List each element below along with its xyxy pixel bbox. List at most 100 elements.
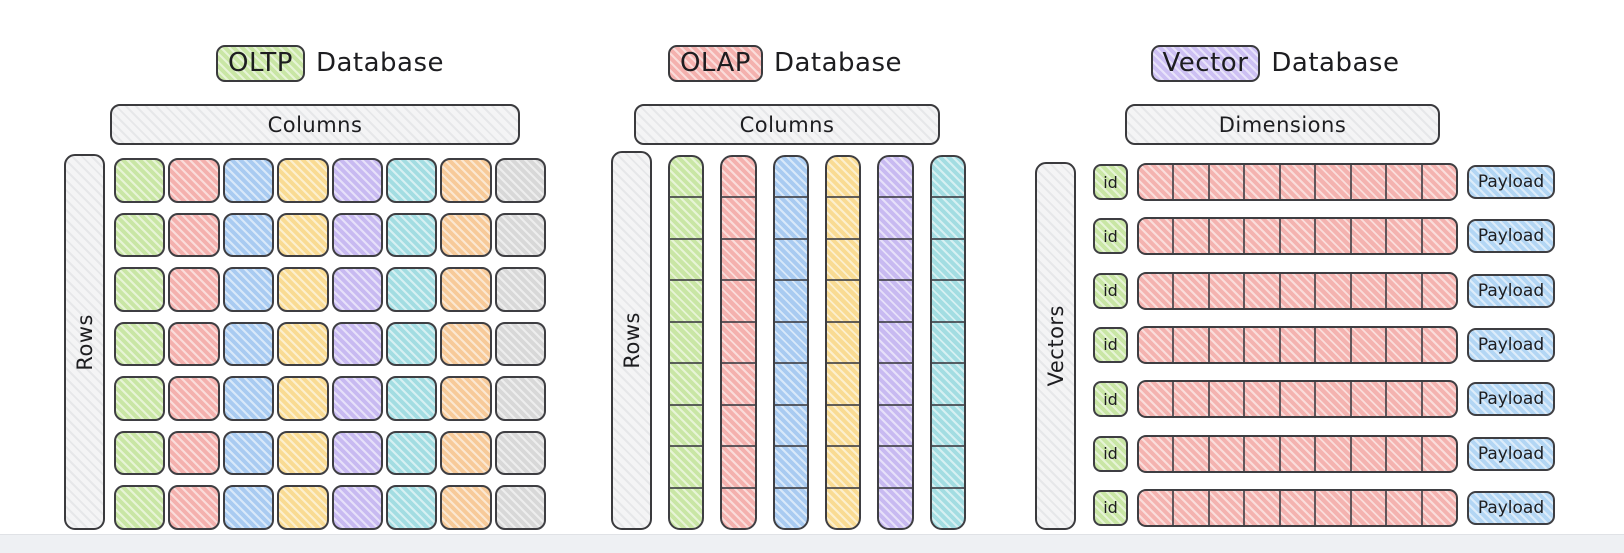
vector-row: id Payload xyxy=(1093,488,1555,528)
oltp-cell-orange xyxy=(440,158,492,203)
vector-embedding-bar xyxy=(1137,217,1458,256)
vector-id-box: id xyxy=(1093,164,1128,200)
vector-payload-box: Payload xyxy=(1467,165,1555,199)
vector-id-box: id xyxy=(1093,435,1128,472)
oltp-cell-blue xyxy=(222,267,275,312)
vector-dimension-segment xyxy=(1207,436,1243,471)
vector-dimension-segment xyxy=(1243,165,1278,199)
vector-dimension-segment xyxy=(1349,490,1385,525)
vector-dimension-segment xyxy=(1385,165,1420,199)
olap-column-bar-purple xyxy=(877,155,914,530)
vector-id-box: id xyxy=(1093,489,1128,526)
vector-id-box: id xyxy=(1093,326,1128,363)
olap-column-segment xyxy=(722,196,755,237)
oltp-title-text: Database xyxy=(315,48,444,78)
oltp-cell-green xyxy=(114,485,166,530)
olap-column-bar-red xyxy=(720,155,757,530)
olap-column-segment xyxy=(879,237,912,279)
olap-column-segment xyxy=(931,403,964,445)
vector-dimension-segment xyxy=(1207,273,1243,308)
oltp-cell-purple xyxy=(331,267,383,312)
vector-dimension-segment xyxy=(1207,327,1243,362)
olap-column-segment xyxy=(879,445,912,486)
oltp-cell-red xyxy=(168,212,220,258)
oltp-cell-yellow xyxy=(277,321,329,367)
vector-embedding-bar xyxy=(1137,380,1458,419)
vector-dimension-segment xyxy=(1139,328,1172,362)
vector-id-box: id xyxy=(1093,272,1128,309)
olap-column-segment xyxy=(722,403,755,445)
olap-column-segment xyxy=(827,237,860,279)
olap-columns xyxy=(668,155,966,530)
oltp-cell-teal xyxy=(385,485,438,530)
vector-dimension-segment xyxy=(1243,273,1278,308)
vector-payload-box: Payload xyxy=(1467,219,1555,254)
vector-dimension-segment xyxy=(1314,382,1349,417)
vector-dimension-segment xyxy=(1314,219,1349,254)
olap-column-segment xyxy=(774,237,807,279)
vector-dimension-segment xyxy=(1243,327,1278,362)
olap-title-text: Database xyxy=(773,48,903,78)
vector-payload-box: Payload xyxy=(1467,490,1555,525)
olap-column-segment xyxy=(722,445,755,486)
olap-column-segment xyxy=(722,157,754,196)
olap-column-segment xyxy=(670,279,703,320)
vector-dimension-segment xyxy=(1420,273,1456,308)
oltp-cell-purple xyxy=(331,158,383,203)
vector-dimension-segment xyxy=(1420,382,1456,417)
vector-dimension-segment xyxy=(1278,382,1314,417)
vector-dimension-segment xyxy=(1420,490,1456,525)
olap-column-segment xyxy=(827,196,860,237)
oltp-cell-gray xyxy=(494,158,546,203)
vector-dimension-segment xyxy=(1420,436,1456,471)
oltp-cell-yellow xyxy=(277,267,329,312)
vector-dimension-segment xyxy=(1278,219,1314,254)
vector-dimension-segment xyxy=(1139,274,1172,308)
olap-column-segment xyxy=(879,486,912,528)
vector-dimension-segment xyxy=(1314,327,1349,362)
vector-dimension-segment xyxy=(1207,382,1243,417)
olap-column-segment xyxy=(827,279,860,320)
vector-dimension-segment xyxy=(1349,219,1385,254)
olap-column-segment xyxy=(670,237,703,279)
olap-column-segment xyxy=(670,445,703,486)
oltp-cell-gray xyxy=(494,321,546,367)
olap-column-bar-teal xyxy=(929,155,966,530)
vector-dimension-segment xyxy=(1172,327,1207,362)
olap-rows-header: Rows xyxy=(611,151,652,530)
oltp-cell-green xyxy=(114,321,166,367)
oltp-title: OLTP Database xyxy=(110,42,550,84)
oltp-cell-purple xyxy=(331,212,383,258)
vector-id-box: id xyxy=(1093,381,1128,418)
olap-column-segment xyxy=(722,237,755,279)
oltp-badge: OLTP xyxy=(216,44,305,82)
oltp-cell-green xyxy=(114,212,166,258)
vector-vectors-header: Vectors xyxy=(1035,162,1076,530)
olap-column-segment xyxy=(931,362,964,403)
vector-dimension-segment xyxy=(1314,490,1349,525)
olap-column-segment xyxy=(774,486,807,528)
oltp-columns-header: Columns xyxy=(110,104,520,145)
olap-column-segment xyxy=(722,279,755,320)
vector-dimension-segment xyxy=(1172,382,1207,417)
vector-dimension-segment xyxy=(1139,382,1172,416)
olap-column-segment xyxy=(879,403,912,445)
vector-dimension-segment xyxy=(1349,436,1385,471)
oltp-grid xyxy=(114,158,546,530)
oltp-cell-purple xyxy=(331,430,383,476)
oltp-cell-blue xyxy=(222,212,275,258)
oltp-cell-green xyxy=(114,267,166,312)
olap-column-segment xyxy=(827,486,860,528)
vector-payload-box: Payload xyxy=(1467,382,1555,417)
oltp-cell-purple xyxy=(331,485,383,530)
olap-column-segment xyxy=(827,403,860,445)
oltp-cell-gray xyxy=(494,376,546,421)
vector-dimension-segment xyxy=(1139,219,1172,253)
vector-dimension-segment xyxy=(1278,490,1314,525)
olap-column-segment xyxy=(774,445,807,486)
vector-badge: Vector xyxy=(1150,44,1261,82)
olap-column-segment xyxy=(879,320,912,362)
